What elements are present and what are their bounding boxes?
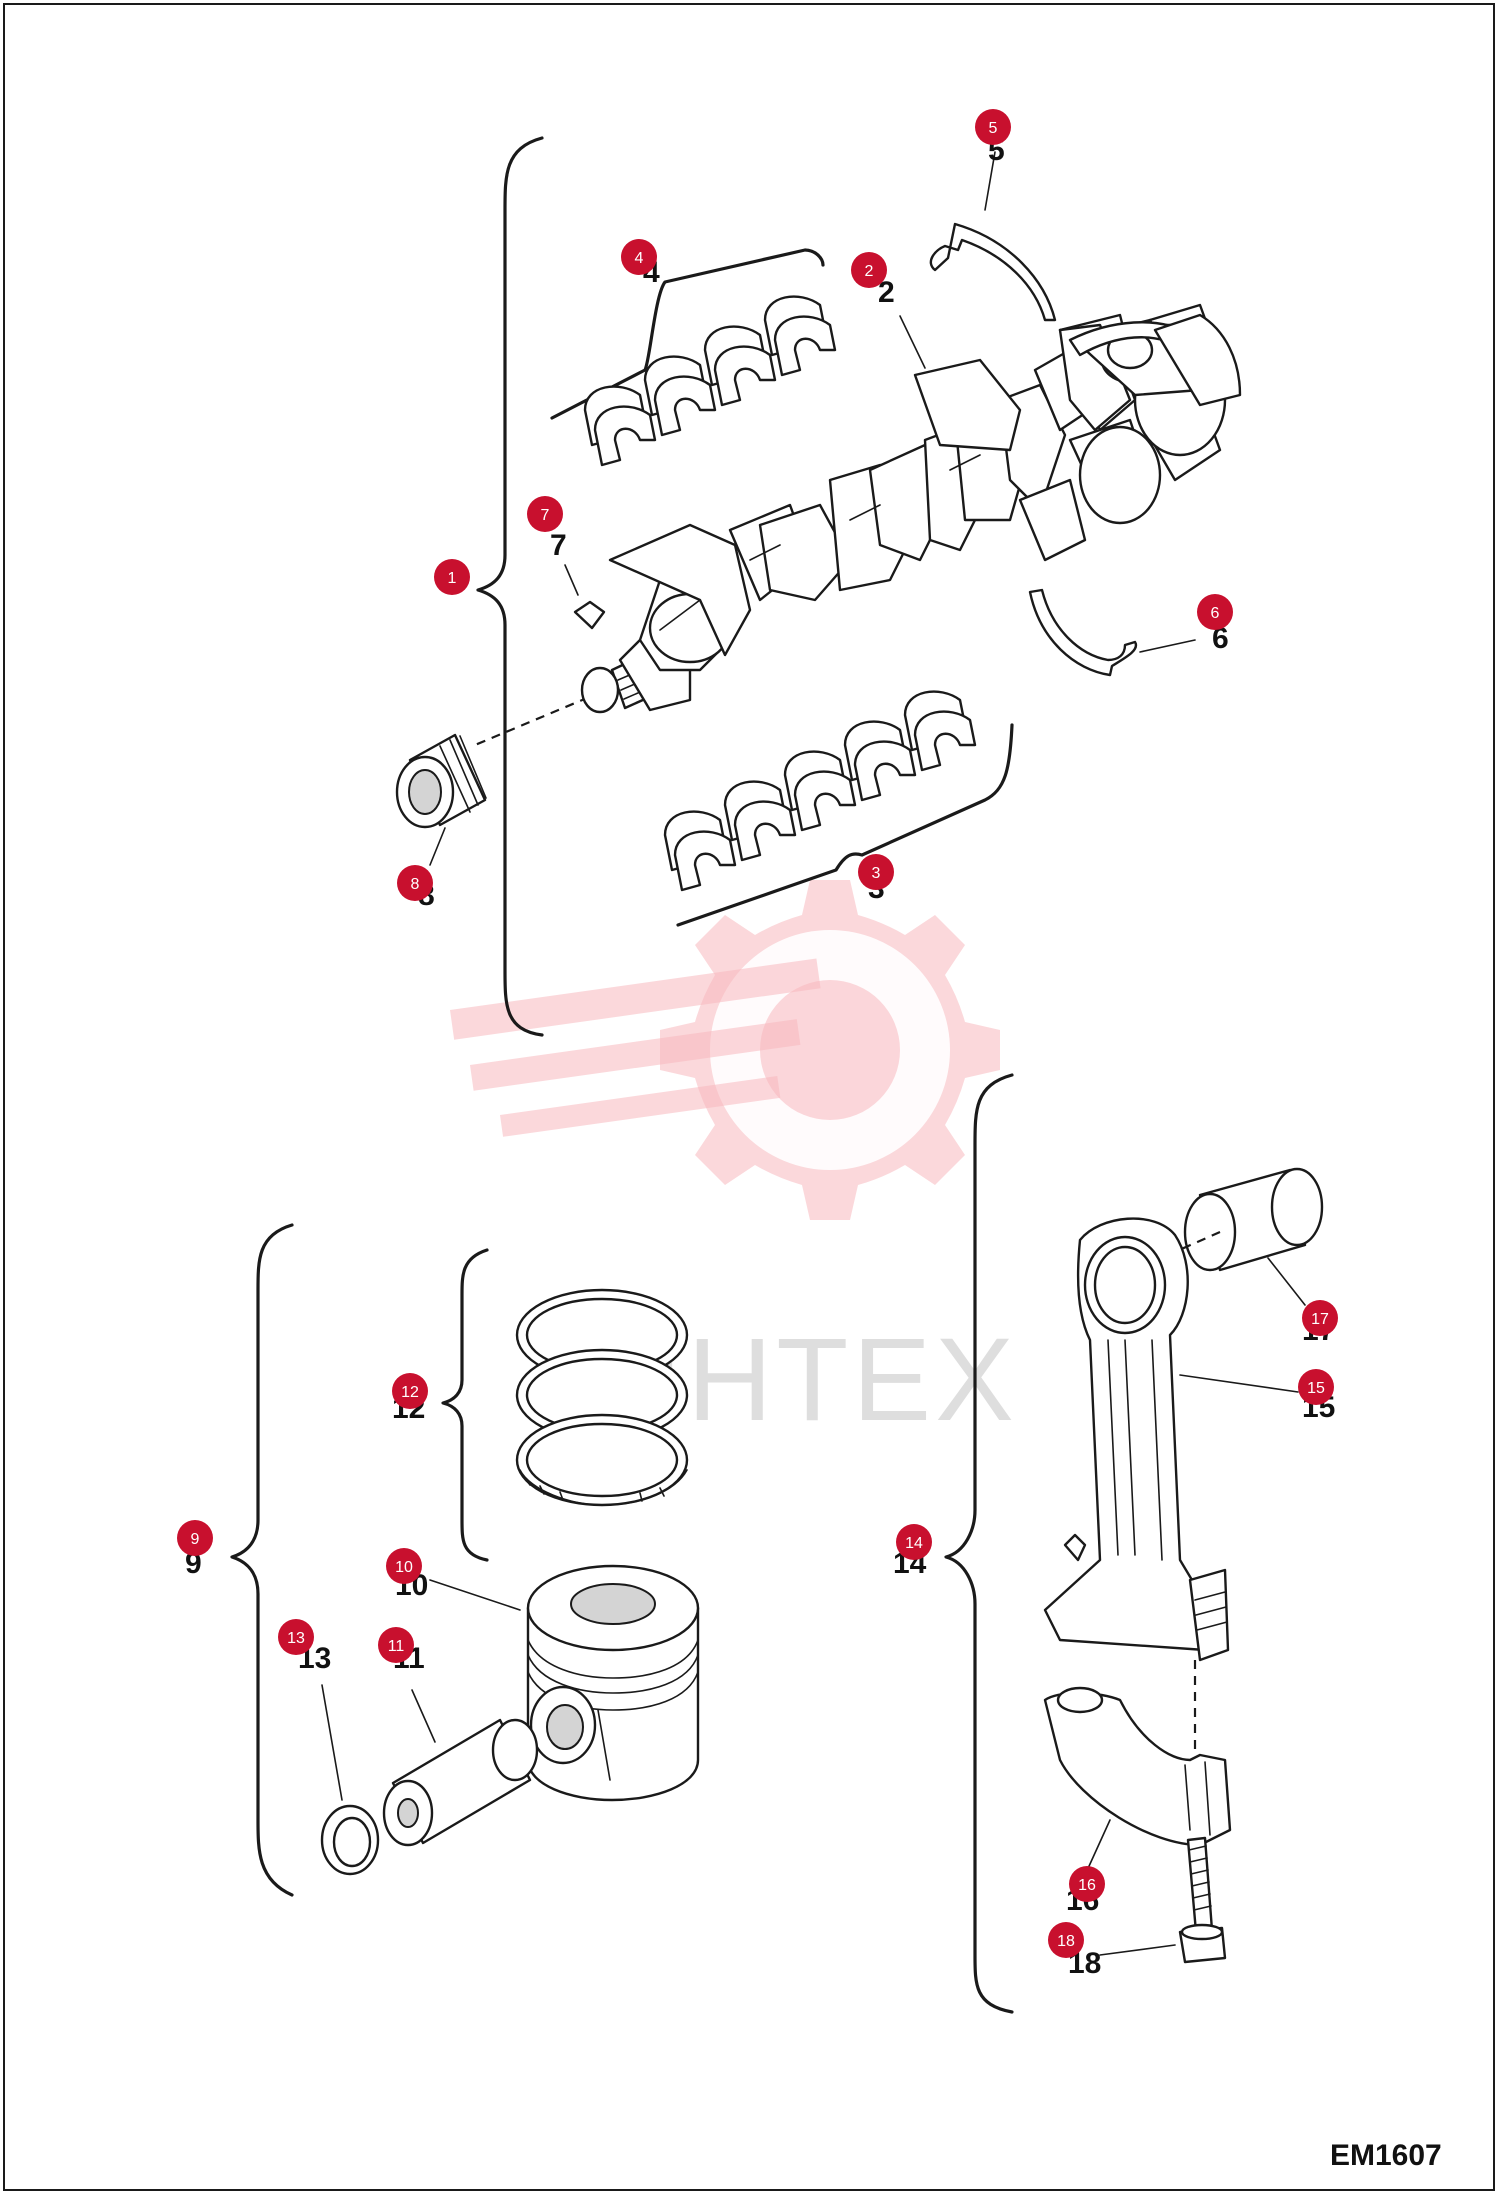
- brace-connecting-rod-group: [944, 1073, 1014, 2014]
- callout-badge-10-label: 10: [395, 1559, 413, 1576]
- callout-badge-12[interactable]: 12: [392, 1373, 428, 1409]
- drawing-code: EM1607: [1330, 2139, 1442, 2172]
- snap-ring: [320, 1804, 380, 1876]
- callout-badge-14[interactable]: 14: [896, 1524, 932, 1560]
- callout-badge-17-label: 17: [1311, 1311, 1329, 1328]
- lower-main-bearings: [663, 690, 977, 892]
- callout-badge-9-label: 9: [191, 1531, 200, 1548]
- upper-thrust-washer: [929, 222, 1057, 322]
- callout-badge-6[interactable]: 6: [1197, 594, 1233, 630]
- callout-badge-5-label: 5: [989, 120, 998, 137]
- brace-upper-bearings: [550, 248, 825, 420]
- callout-badge-17[interactable]: 17: [1302, 1300, 1338, 1336]
- leader-6: [1139, 639, 1196, 653]
- brace-crankshaft-group: [476, 136, 544, 1037]
- callout-badge-3[interactable]: 3: [858, 854, 894, 890]
- callout-badge-16[interactable]: 16: [1069, 1866, 1105, 1902]
- piston-pin: [382, 1718, 539, 1847]
- callout-badge-13-label: 13: [287, 1630, 305, 1647]
- brace-lower-bearings: [676, 723, 1014, 927]
- woodruff-key: [573, 600, 606, 630]
- callout-badge-10[interactable]: 10: [386, 1548, 422, 1584]
- small-end-bushing: [1183, 1167, 1324, 1272]
- callout-badge-14-label: 14: [905, 1535, 923, 1552]
- callout-badge-1-label: 1: [448, 570, 457, 587]
- callout-badge-11-label: 11: [388, 1638, 405, 1655]
- connecting-rod: [1043, 1217, 1230, 1662]
- lower-thrust-washer: [1028, 588, 1138, 677]
- callout-badge-11[interactable]: 11: [378, 1627, 414, 1663]
- connecting-rod-bolt: [1178, 1836, 1227, 1964]
- part-number-6: 6: [1212, 622, 1229, 655]
- drawing-frame: [3, 3, 1495, 2191]
- leader-5: [984, 151, 996, 211]
- leader-15: [1179, 1374, 1299, 1393]
- callout-badge-7-label: 7: [541, 507, 550, 524]
- callout-badge-6-label: 6: [1211, 605, 1220, 622]
- leader-17: [1267, 1257, 1306, 1306]
- callout-badge-9[interactable]: 9: [177, 1520, 213, 1556]
- piston: [526, 1564, 700, 1802]
- callout-badge-7[interactable]: 7: [527, 496, 563, 532]
- leader-16: [1084, 1819, 1111, 1876]
- leader-18: [1099, 1944, 1176, 1956]
- callout-badge-3-label: 3: [872, 865, 881, 882]
- callout-badge-2[interactable]: 2: [851, 252, 887, 288]
- callout-badge-12-label: 12: [401, 1384, 419, 1401]
- callout-badge-13[interactable]: 13: [278, 1619, 314, 1655]
- callout-badge-8-label: 8: [411, 876, 420, 893]
- leader-11: [411, 1689, 436, 1743]
- leader-13: [321, 1684, 343, 1801]
- part-number-2: 2: [878, 276, 895, 309]
- crankshaft-gear: [395, 733, 487, 829]
- callout-badge-4-label: 4: [635, 250, 644, 267]
- connecting-rod-cap: [1043, 1660, 1232, 1847]
- callout-badge-2-label: 2: [865, 263, 874, 280]
- callout-badge-4[interactable]: 4: [621, 239, 657, 275]
- brace-piston-group: [230, 1223, 294, 1897]
- brace-rings: [441, 1248, 489, 1562]
- callout-badge-1[interactable]: 1: [434, 559, 470, 595]
- part-number-7: 7: [550, 529, 567, 562]
- leader-2: [899, 315, 926, 369]
- callout-badge-5[interactable]: 5: [975, 109, 1011, 145]
- upper-main-bearings: [583, 295, 837, 467]
- crankshaft: [474, 303, 1242, 747]
- callout-badge-16-label: 16: [1078, 1877, 1096, 1894]
- callout-badge-15-label: 15: [1307, 1380, 1325, 1397]
- leader-7: [564, 564, 579, 596]
- callout-badge-18[interactable]: 18: [1048, 1922, 1084, 1958]
- leader-8: [429, 827, 446, 866]
- watermark-logo: [450, 880, 1000, 1220]
- callout-badge-18-label: 18: [1057, 1933, 1075, 1950]
- callout-badge-15[interactable]: 15: [1298, 1369, 1334, 1405]
- callout-badge-8[interactable]: 8: [397, 865, 433, 901]
- piston-rings: [515, 1288, 689, 1507]
- leader-10: [429, 1579, 521, 1611]
